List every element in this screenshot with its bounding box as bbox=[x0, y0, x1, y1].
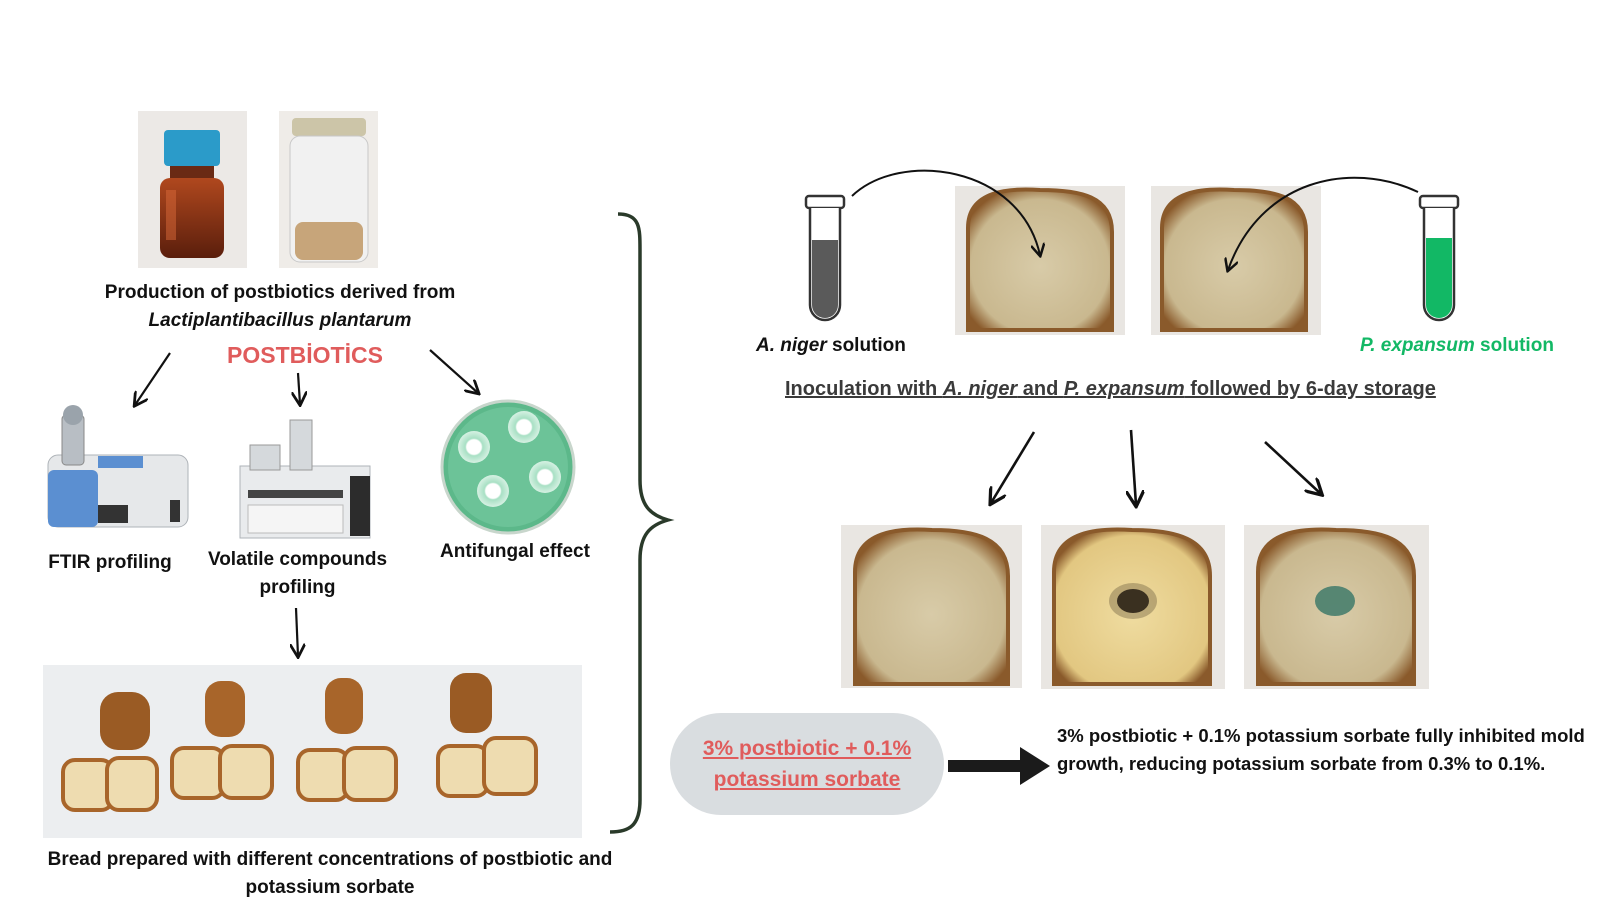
postbiotics-heading: POSTBİOTİCS bbox=[227, 342, 383, 368]
ftir-instrument-image bbox=[47, 405, 189, 528]
bread-caption-line2: potassium sorbate bbox=[245, 877, 415, 898]
p-expansum-solution-label: P. expansum solution bbox=[1360, 335, 1554, 357]
postbiotic-liquid-bottle-image bbox=[138, 111, 247, 268]
postbiotic-powder-jar-image bbox=[279, 111, 378, 268]
production-caption-line1: Production of postbiotics derived from bbox=[104, 282, 456, 303]
grouping-brace bbox=[609, 212, 675, 834]
inoculation-caption-part5: followed by 6-day storage bbox=[1184, 378, 1436, 400]
inoculation-caption-and: and bbox=[1017, 378, 1064, 400]
optimal-formulation-pill: 3% postbiotic + 0.1% potassium sorbate bbox=[670, 713, 944, 815]
inoculation-caption: Inoculation with A. niger and P. expansu… bbox=[785, 378, 1436, 401]
volatile-caption-line1: Volatile compounds bbox=[207, 549, 388, 570]
result-bread-control bbox=[841, 525, 1022, 688]
a-niger-test-tube bbox=[804, 194, 846, 322]
antifungal-caption: Antifungal effect bbox=[440, 541, 590, 562]
bread-caption: Bread prepared with different concentrat… bbox=[10, 846, 650, 902]
result-bread-p-expansum-mold bbox=[1244, 525, 1429, 689]
p-expansum-test-tube bbox=[1418, 194, 1460, 322]
inoculation-caption-p-expansum: P. expansum bbox=[1063, 378, 1185, 400]
a-niger-name: A. niger bbox=[756, 335, 827, 356]
petri-dish-antifungal-image bbox=[440, 399, 576, 535]
result-bread-a-niger-mold bbox=[1041, 525, 1225, 689]
p-expansum-inoculation-arrow bbox=[1228, 176, 1419, 270]
inoculated-bread-slice-2 bbox=[1151, 186, 1321, 335]
production-caption: Production of postbiotics derived from L… bbox=[40, 279, 520, 335]
volatile-caption: Volatile compounds profiling bbox=[190, 546, 405, 602]
ftir-caption: FTIR profiling bbox=[48, 552, 172, 573]
bread-loaves-photo bbox=[43, 665, 582, 838]
a-niger-solution-label: A. niger solution bbox=[756, 335, 906, 357]
production-caption-line2: Lactiplantibacillus plantarum bbox=[148, 310, 412, 331]
inoculation-caption-part1: Inoculation with bbox=[785, 378, 943, 400]
a-niger-inoculation-arrow bbox=[851, 169, 1040, 255]
inoculation-caption-a-niger: A. niger bbox=[942, 378, 1018, 400]
pill-line2: potassium sorbate bbox=[713, 768, 901, 791]
result-arrows bbox=[991, 429, 1321, 505]
inoculated-bread-slice-1 bbox=[955, 186, 1125, 335]
p-expansum-name: P. expansum bbox=[1360, 335, 1475, 356]
conclusion-arrow bbox=[948, 747, 1050, 785]
pill-line1: 3% postbiotic + 0.1% bbox=[702, 737, 912, 760]
bread-caption-line1: Bread prepared with different concentrat… bbox=[47, 849, 613, 870]
a-niger-solution-word: solution bbox=[826, 335, 906, 356]
p-expansum-solution-word: solution bbox=[1474, 335, 1554, 356]
left-arrows bbox=[135, 349, 478, 656]
conclusion-text: 3% postbiotic + 0.1% potassium sorbate f… bbox=[1057, 725, 1585, 774]
volatile-caption-line2: profiling bbox=[259, 577, 336, 598]
gcms-instrument-image bbox=[239, 419, 371, 539]
